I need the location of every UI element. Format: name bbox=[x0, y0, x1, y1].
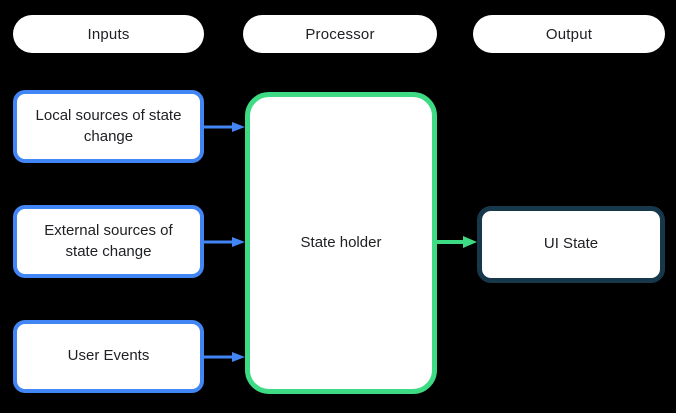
column-header-processor-label: Processor bbox=[305, 25, 375, 43]
node-ui-state-label: UI State bbox=[543, 235, 599, 253]
node-user-events: User Events bbox=[13, 320, 204, 393]
column-header-processor: Processor bbox=[243, 15, 437, 53]
node-state-holder-label: State holder bbox=[300, 233, 382, 251]
column-header-output: Output bbox=[473, 15, 665, 53]
node-ui-state: UI State bbox=[477, 206, 665, 283]
arrow-icon-local-to-state-holder bbox=[204, 122, 245, 132]
node-local-sources: Local sources of state change bbox=[13, 90, 204, 163]
column-header-inputs: Inputs bbox=[13, 15, 204, 53]
arrow-icon-state-holder-to-ui-state bbox=[437, 236, 477, 248]
column-header-output-label: Output bbox=[545, 25, 593, 43]
node-external-sources-label: External sources of state change bbox=[44, 222, 173, 260]
node-external-sources: External sources of state change bbox=[13, 205, 204, 278]
node-user-events-label: User Events bbox=[67, 347, 150, 365]
node-state-holder: State holder bbox=[245, 92, 437, 394]
arrow-icon-user-events-to-state-holder bbox=[204, 352, 245, 362]
arrow-icon-external-to-state-holder bbox=[204, 237, 245, 247]
column-header-inputs-label: Inputs bbox=[87, 25, 130, 43]
node-local-sources-label: Local sources of state change bbox=[35, 107, 182, 145]
